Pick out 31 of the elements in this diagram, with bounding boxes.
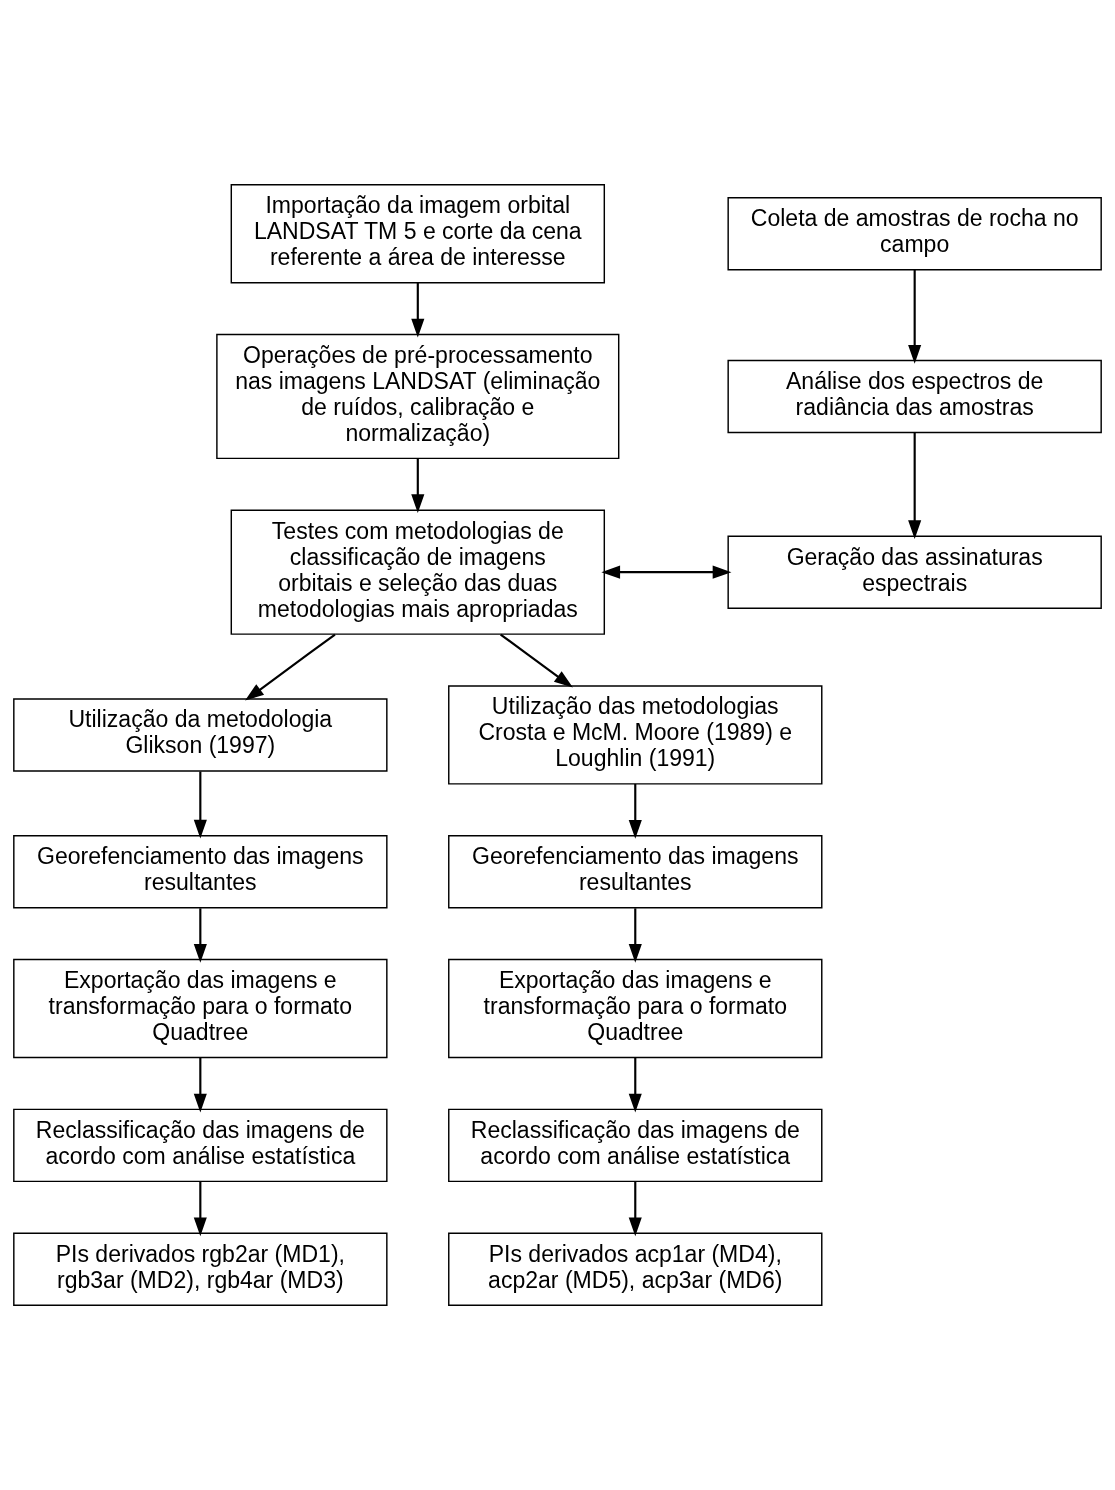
node-box: Coleta de amostras de rocha no campo bbox=[727, 197, 1102, 271]
arrow bbox=[628, 1057, 642, 1113]
arrow bbox=[411, 458, 425, 514]
node-box: Testes com metodologias de classificação de imagens orbitais e seleção das duas metodologias mais apropriadas bbox=[230, 509, 606, 635]
arrow bbox=[193, 908, 207, 963]
arrow bbox=[193, 771, 207, 839]
arrow bbox=[628, 783, 642, 839]
arrow bbox=[628, 1181, 642, 1237]
node-box: Reclassificação das imagens de acordo com análise estatística bbox=[13, 1108, 388, 1183]
arrow bbox=[500, 633, 573, 688]
arrow bbox=[601, 565, 732, 579]
node-box: Georefenciamento das imagens resultantes bbox=[448, 835, 823, 909]
node-box: Importação da imagem orbital LANDSAT TM 5 e corte da cena referente a área de interesse bbox=[230, 184, 606, 284]
node-box: Análise dos espectros de radiância das amostras bbox=[727, 359, 1102, 434]
node-box: Reclassificação das imagens de acordo com análise estatística bbox=[448, 1108, 823, 1183]
arrow bbox=[193, 1057, 207, 1113]
node-box: Utilização das metodologias Crosta e McM. Moore (1989) e Loughlin (1991) bbox=[448, 685, 823, 785]
arrow bbox=[411, 282, 425, 338]
arrow bbox=[908, 432, 922, 540]
arrow bbox=[908, 269, 922, 364]
arrow bbox=[628, 908, 642, 963]
arrow bbox=[193, 1181, 207, 1237]
arrow bbox=[245, 633, 336, 701]
node-box: Exportação das imagens e transformação para o formato Quadtree bbox=[13, 958, 388, 1059]
node-box: Exportação das imagens e transformação para o formato Quadtree bbox=[448, 958, 823, 1059]
node-box: Geração das assinaturas espectrais bbox=[727, 535, 1102, 609]
node-box: Utilização da metodologia Glikson (1997) bbox=[13, 698, 388, 772]
node-box: Operações de pré-processamento nas imagens LANDSAT (eliminação de ruídos, calibração e normalização) bbox=[216, 333, 620, 460]
node-box: Georefenciamento das imagens resultantes bbox=[13, 835, 388, 909]
node-box: PIs derivados acp1ar (MD4), acp2ar (MD5), acp3ar (MD6) bbox=[448, 1232, 823, 1306]
node-box: PIs derivados rgb2ar (MD1), rgb3ar (MD2), rgb4ar (MD3) bbox=[13, 1232, 388, 1306]
